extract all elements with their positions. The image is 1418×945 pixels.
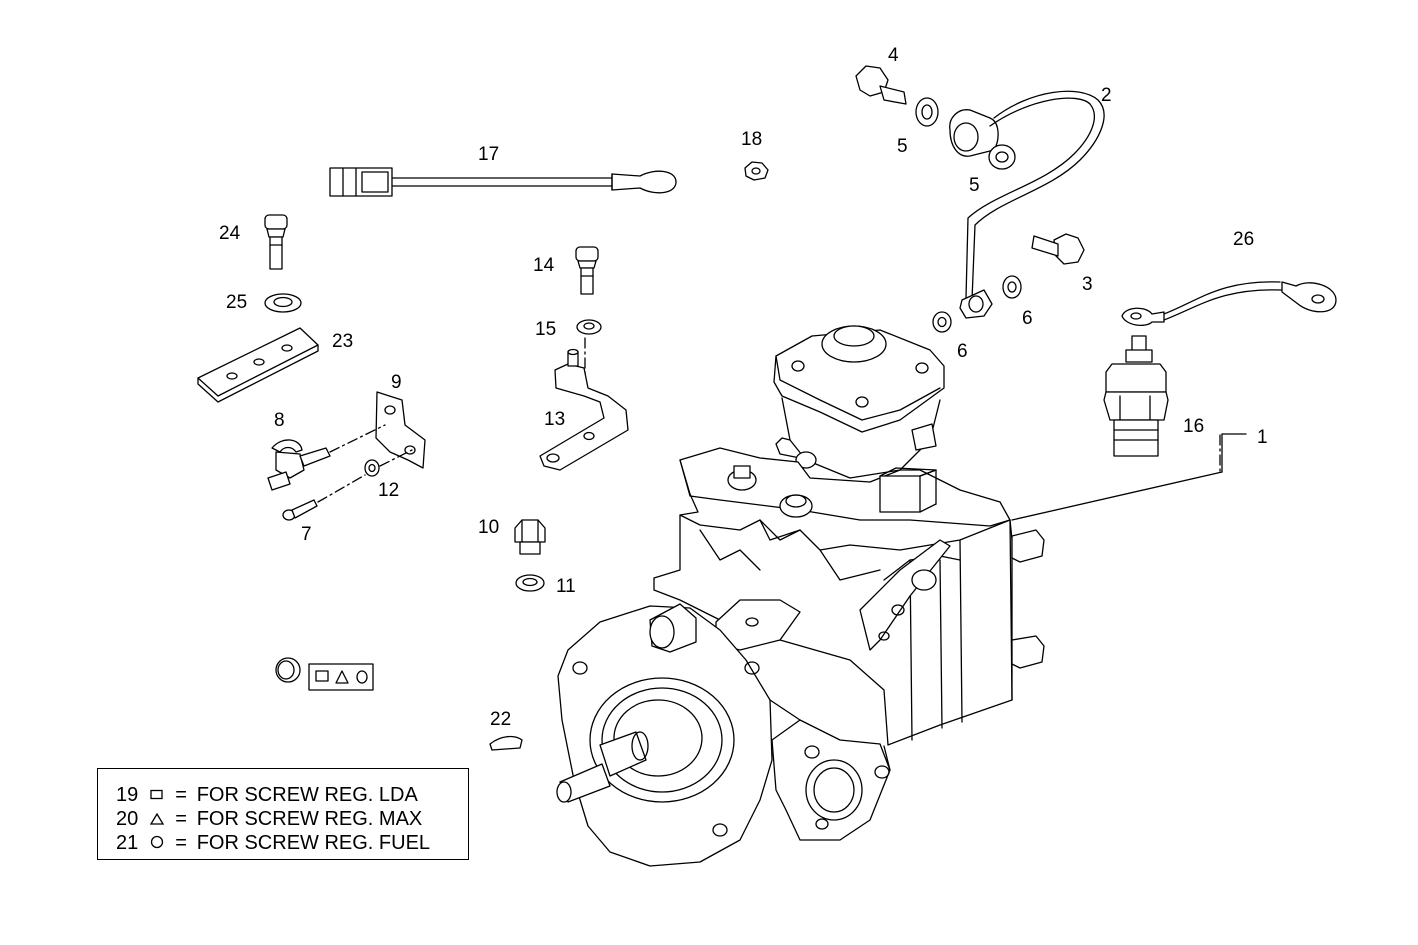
part-16-solenoid xyxy=(1103,335,1169,457)
legend-num: 19 xyxy=(116,784,139,806)
legend-num: 20 xyxy=(116,808,139,830)
part-6-washer-b xyxy=(932,311,952,333)
part-6-washer-a xyxy=(1002,275,1022,299)
legend-text: FOR SCREW REG. FUEL xyxy=(196,832,431,854)
callout-9: 9 xyxy=(391,372,402,393)
callout-26: 26 xyxy=(1233,229,1255,250)
leader-part-1 xyxy=(1011,433,1247,521)
part-23-plate xyxy=(197,327,319,403)
callout-7: 7 xyxy=(301,524,312,545)
callout-14: 14 xyxy=(533,255,555,276)
callout-6b: 6 xyxy=(957,341,968,362)
callout-2: 2 xyxy=(1101,85,1112,106)
callout-1: 1 xyxy=(1257,427,1268,448)
callout-15: 15 xyxy=(535,319,557,340)
callout-3: 3 xyxy=(1082,274,1093,295)
part-4-banjo-bolt xyxy=(855,65,907,105)
triangle-icon xyxy=(335,670,349,684)
part-12-washer xyxy=(364,459,380,477)
part-24-bolt xyxy=(264,214,288,270)
callout-10: 10 xyxy=(478,517,500,538)
legend-row-19: 19 = FOR SCREW REG. LDA xyxy=(116,785,418,805)
part-8-lever xyxy=(267,439,331,491)
callout-5a: 5 xyxy=(897,136,908,157)
part-13-bracket xyxy=(539,348,629,471)
part-26-ground-cable xyxy=(1121,281,1337,327)
part-10-plug xyxy=(514,519,546,555)
part-15-washer xyxy=(576,319,602,335)
callout-11: 11 xyxy=(556,576,576,597)
callout-18: 18 xyxy=(741,129,763,150)
legend-text: FOR SCREW REG. MAX xyxy=(196,808,423,830)
callout-5b: 5 xyxy=(969,175,980,196)
part-11-washer xyxy=(515,574,545,592)
callout-6a: 6 xyxy=(1022,308,1033,329)
part-9-bracket xyxy=(375,391,426,469)
square-icon xyxy=(148,785,166,805)
triangle-icon xyxy=(148,809,166,829)
legend-text: FOR SCREW REG. LDA xyxy=(196,784,418,806)
callout-22: 22 xyxy=(490,709,512,730)
part-3-banjo-bolt xyxy=(1031,233,1085,265)
part-2-pipe xyxy=(949,90,1105,319)
callout-17: 17 xyxy=(478,144,500,165)
legend-row-21: 21 = FOR SCREW REG. FUEL xyxy=(116,833,430,853)
part-18-nut xyxy=(744,161,769,181)
callout-12: 12 xyxy=(378,480,400,501)
circle-icon xyxy=(148,833,166,853)
part-5-washer-b xyxy=(988,144,1016,170)
legend-row-20: 20 = FOR SCREW REG. MAX xyxy=(116,809,422,829)
callout-25: 25 xyxy=(226,292,248,313)
callout-13: 13 xyxy=(544,409,566,430)
cap-screw-regulator xyxy=(275,657,301,683)
callout-23: 23 xyxy=(332,331,354,352)
circle-icon xyxy=(356,670,368,684)
legend-num: 21 xyxy=(116,832,139,854)
callout-24: 24 xyxy=(219,223,241,244)
legend-equals: = xyxy=(175,808,187,830)
part-5-washer-a xyxy=(915,97,939,127)
square-icon xyxy=(315,670,329,682)
part-22-key xyxy=(489,735,523,751)
legend-equals: = xyxy=(175,832,187,854)
part-7-screw xyxy=(282,499,318,521)
callout-4: 4 xyxy=(888,45,899,66)
part-25-washer xyxy=(264,293,302,313)
callout-16: 16 xyxy=(1183,416,1205,437)
part-14-bolt xyxy=(575,246,599,295)
symbol-box xyxy=(308,663,374,691)
part-17-cable-connector xyxy=(329,167,677,197)
legend-box: 19 = FOR SCREW REG. LDA 20 = FOR SCREW R… xyxy=(97,768,469,860)
part-1-injection-pump xyxy=(556,325,1045,867)
callout-8: 8 xyxy=(274,410,285,431)
legend-equals: = xyxy=(175,784,187,806)
